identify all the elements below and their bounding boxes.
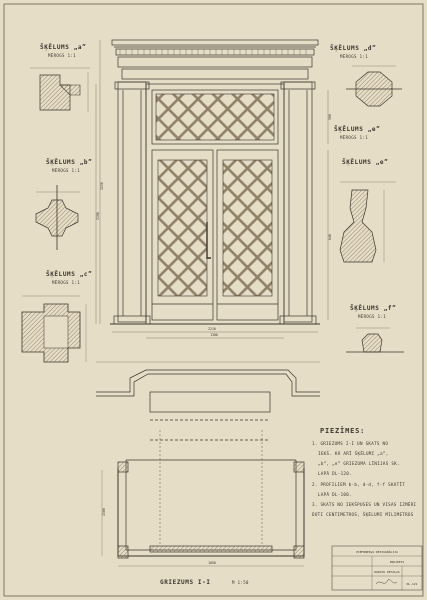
dim-plan-width: 1850 xyxy=(208,561,216,565)
section-d-title: ŠĶĒLUMS „d” xyxy=(330,45,376,52)
section-b-title: ŠĶĒLUMS „b” xyxy=(46,159,92,166)
elevation-dimensions xyxy=(95,40,329,339)
signature xyxy=(375,579,398,585)
section-f: ŠĶĒLUMS „f” MĒROGS 1:1 xyxy=(346,305,404,353)
door-handle xyxy=(206,222,211,259)
section-d-scale: MĒROGS 1:1 xyxy=(340,54,368,59)
section-c: ŠĶĒLUMS „c” MĒROGS 1:1 xyxy=(21,271,92,363)
title-block-sheet: DL-121 xyxy=(407,582,418,586)
plan-title: GRIEZUMS I-I xyxy=(160,579,211,586)
section-c-title: ŠĶĒLUMS „c” xyxy=(46,271,92,278)
section-f-scale: MĒROGS 1:1 xyxy=(358,314,386,319)
note-line-3: „b”, „e” GRIEZUMA LĪNIJAS SK. xyxy=(318,461,400,466)
sheet-border xyxy=(3,3,424,597)
note-line-6: LAPĀ DL-100. xyxy=(318,492,352,497)
notes-block: PIEZĪMES: 1. GRIEZUMS I-I UN SKATS NO IE… xyxy=(312,426,417,517)
section-e-scale: MĒROGS 1:1 xyxy=(340,135,368,140)
section-a: ŠĶĒLUMS „a” MĒROGS 1:1 xyxy=(30,44,90,112)
section-e-title: ŠĶĒLUMS „e” xyxy=(334,126,380,133)
dim-height-frame: 2390 xyxy=(96,212,100,220)
dentil-row xyxy=(119,49,307,55)
dim-height-total: 3150 xyxy=(100,182,104,190)
section-d: ŠĶĒLUMS „d” MĒROGS 1:1 xyxy=(330,45,402,107)
note-line-8: DOTI CENTIMETROS, ŠĶĒLUMI MILIMETROS xyxy=(312,512,414,517)
section-b: ŠĶĒLUMS „b” MĒROGS 1:1 xyxy=(35,159,92,250)
notes-heading: PIEZĪMES: xyxy=(320,426,365,435)
section-b-scale: MĒROGS 1:1 xyxy=(52,168,80,173)
dim-opening-width: 2210 xyxy=(208,327,216,331)
dim-plan-depth: 1500 xyxy=(102,508,106,516)
right-pilaster xyxy=(283,81,313,323)
note-line-5: 2. PROFILIEM b-b, d-d, f-f SKATĪT xyxy=(312,482,405,487)
left-door-leaf xyxy=(151,149,214,321)
note-line-7: 3. SKATS NO IEKŠPUSES UN VISAS IZMĒRI xyxy=(312,502,417,507)
title-block-line2: PROJEKTS xyxy=(390,560,405,564)
section-a-scale: MĒROGS 1:1 xyxy=(48,53,76,58)
plan-section xyxy=(96,361,320,567)
title-block-line3: DURVJU DETAĻAS xyxy=(374,570,399,574)
note-line-2: IEKŠ. KĀ ARĪ ŠĶĒLUMI „a”, xyxy=(318,451,389,456)
title-block-line1: PIEMINEKĻU RESTAURĀCIJA xyxy=(356,549,398,554)
dim-leaf: 640 xyxy=(328,234,332,240)
dim-transom: 500 xyxy=(328,114,332,120)
section-e: ŠĶĒLUMS „e” MĒROGS 1:1 ŠĶĒLUMS „e” xyxy=(334,126,396,263)
dim-door-width: 1300 xyxy=(210,333,218,337)
title-block: PIEMINEKĻU RESTAURĀCIJA PROJEKTS DURVJU … xyxy=(331,545,423,591)
section-a-title: ŠĶĒLUMS „a” xyxy=(40,44,86,51)
note-line-1: 1. GRIEZUMS I-I UN SKATS NO xyxy=(312,441,388,446)
section-c-scale: MĒROGS 1:1 xyxy=(52,280,80,285)
note-line-4: LAPĀ DL-120. xyxy=(318,471,352,476)
section-e-title-lower: ŠĶĒLUMS „e” xyxy=(342,159,388,166)
plan-scale: M 1:50 xyxy=(232,580,249,585)
right-door-leaf xyxy=(216,149,279,321)
transom-panel xyxy=(151,89,279,145)
door-elevation xyxy=(110,39,320,325)
left-pilaster xyxy=(117,81,147,323)
section-f-title: ŠĶĒLUMS „f” xyxy=(350,305,396,312)
